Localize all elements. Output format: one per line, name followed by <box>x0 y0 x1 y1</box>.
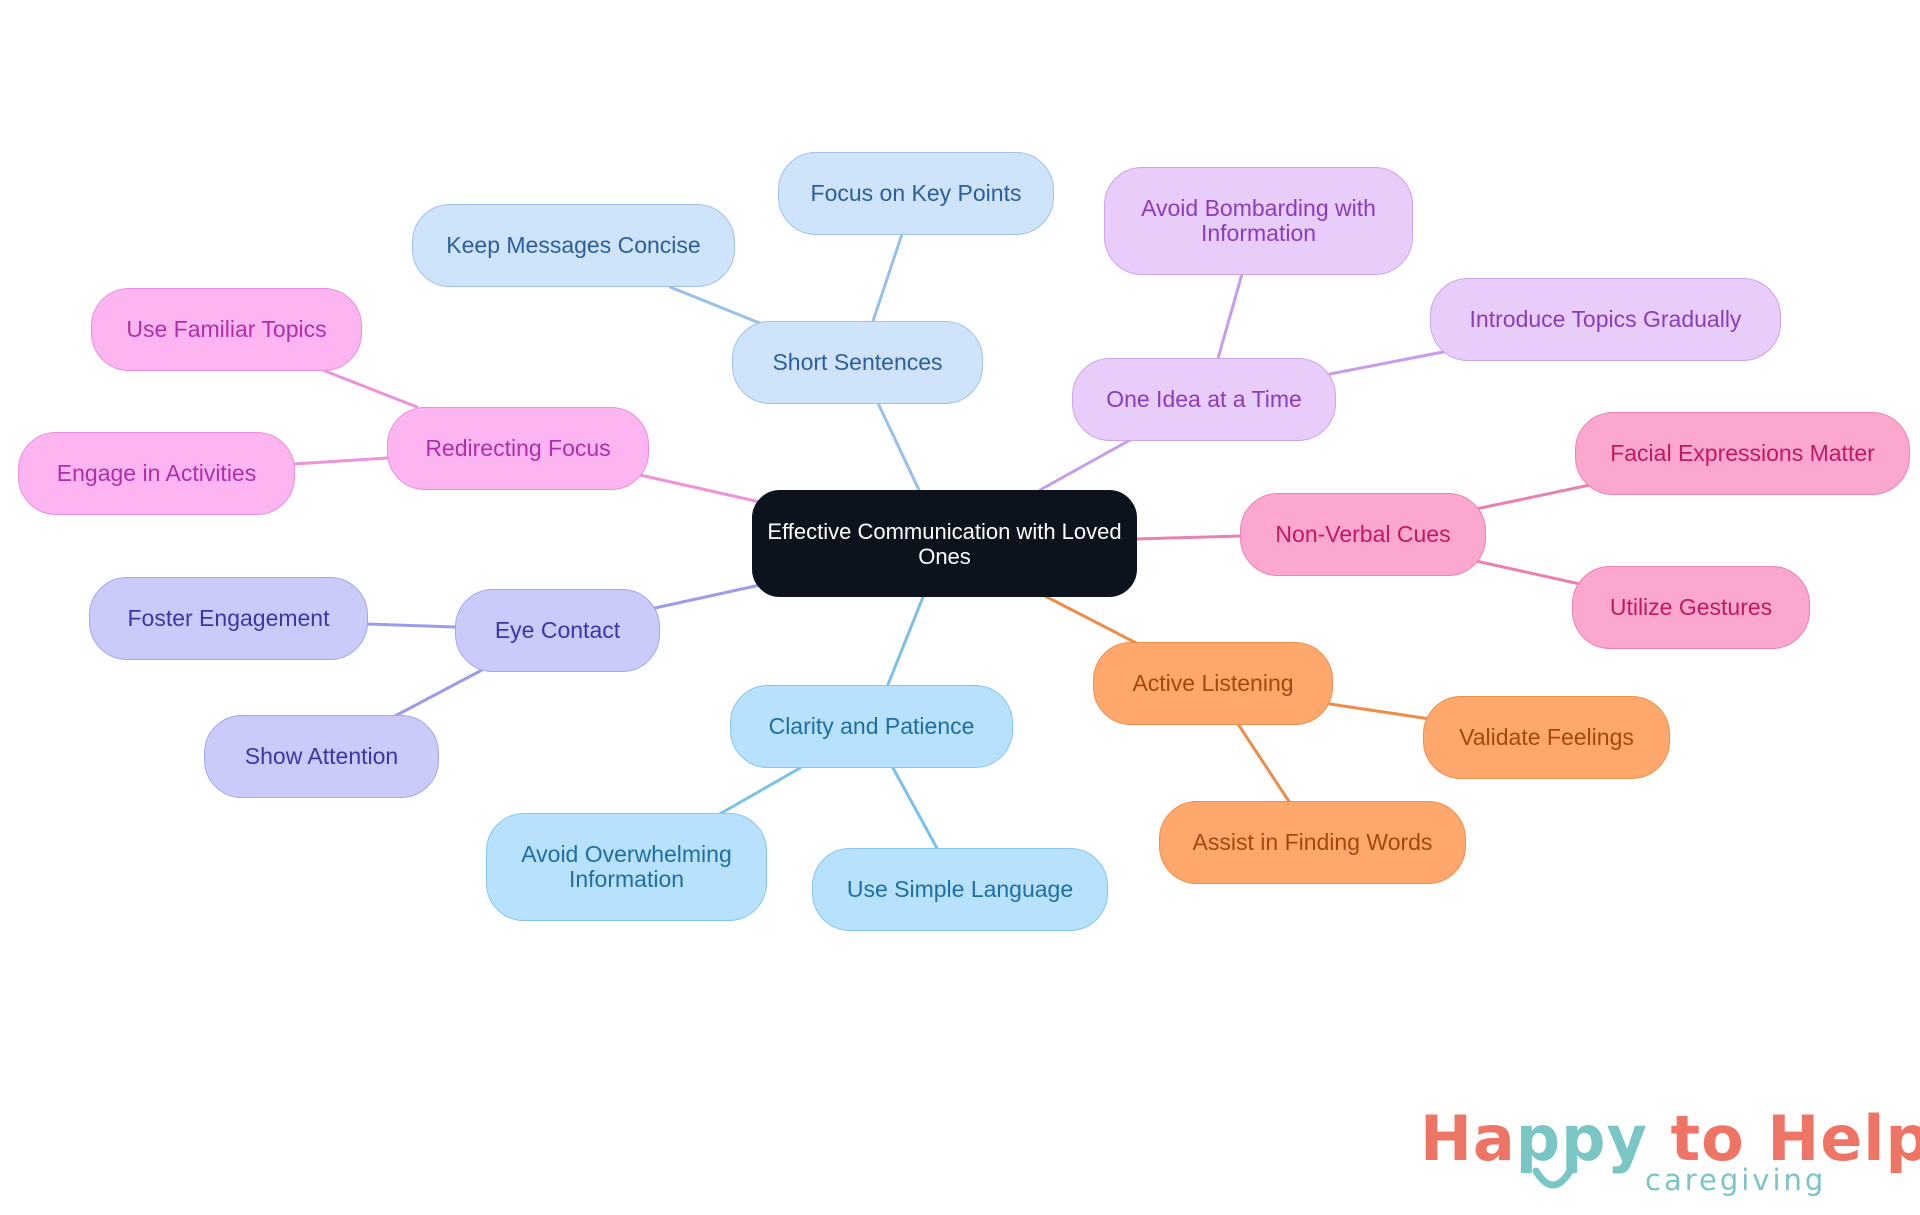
happy-to-help-logo: Happy to Help caregiving <box>1420 1105 1920 1205</box>
logo-title-part1: Ha <box>1420 1102 1516 1175</box>
logo-subtitle: caregiving <box>1645 1163 1827 1197</box>
node-short-sentences: Short Sentences <box>732 321 983 404</box>
edge-foster <box>364 622 457 629</box>
logo-title-part2: ppy <box>1515 1102 1648 1175</box>
node-engage-in-activities: Engage in Activities <box>18 432 295 515</box>
node-utilize-gestures: Utilize Gestures <box>1572 566 1810 649</box>
edge-simple <box>891 766 940 852</box>
node-use-familiar-topics: Use Familiar Topics <box>91 288 362 371</box>
edge-introtopics <box>1328 350 1445 376</box>
node-assist-in-finding-words: Assist in Finding Words <box>1159 801 1466 884</box>
edge-redirect <box>638 473 762 504</box>
node-introduce-topics-gradually: Introduce Topics Gradually <box>1430 278 1781 361</box>
edge-engage <box>291 456 389 466</box>
edge-gestures <box>1474 559 1582 586</box>
edge-nonverbal <box>1134 534 1244 541</box>
edge-familiar <box>323 369 419 409</box>
logo-title-part3: to Help <box>1647 1102 1920 1175</box>
edge-clarity <box>885 595 925 689</box>
node-eye-contact: Eye Contact <box>455 589 660 672</box>
logo-title: Happy to Help <box>1420 1105 1920 1173</box>
root-node: Effective Communication with Loved Ones <box>752 490 1137 597</box>
node-clarity-and-patience: Clarity and Patience <box>730 685 1013 768</box>
node-one-idea-at-a-time: One Idea at a Time <box>1072 358 1336 441</box>
node-redirecting-focus: Redirecting Focus <box>387 407 649 490</box>
node-validate-feelings: Validate Feelings <box>1423 696 1670 779</box>
edge-short <box>875 399 921 492</box>
node-show-attention: Show Attention <box>204 715 439 798</box>
smile-icon <box>1532 1167 1574 1189</box>
node-facial-expressions-matter: Facial Expressions Matter <box>1575 412 1910 495</box>
node-non-verbal-cues: Non-Verbal Cues <box>1240 493 1486 576</box>
edge-facial <box>1474 483 1592 511</box>
node-keep-messages-concise: Keep Messages Concise <box>412 204 735 287</box>
edge-active <box>1043 594 1142 647</box>
edge-eye <box>653 583 762 610</box>
edge-avoidbomb <box>1215 272 1244 364</box>
node-focus-on-key-points: Focus on Key Points <box>778 152 1054 235</box>
edge-avoidover <box>716 766 802 817</box>
node-foster-engagement: Foster Engagement <box>89 577 368 660</box>
edge-oneidea <box>1038 438 1132 492</box>
edge-keymsg <box>668 285 764 326</box>
edge-assist <box>1236 722 1292 805</box>
edge-attention <box>393 668 484 718</box>
edge-validate <box>1328 702 1432 721</box>
edge-keypts <box>870 232 904 326</box>
node-avoid-overwhelming-information: Avoid Overwhelming Information <box>486 813 767 921</box>
node-avoid-bombarding: Avoid Bombarding with Information <box>1104 167 1413 275</box>
node-use-simple-language: Use Simple Language <box>812 848 1108 931</box>
node-active-listening: Active Listening <box>1093 642 1333 725</box>
